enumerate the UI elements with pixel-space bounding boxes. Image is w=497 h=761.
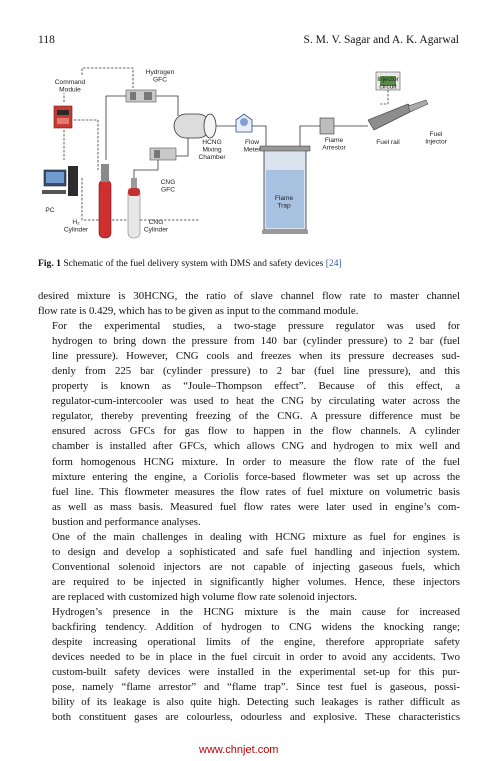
- pipe-h2-up: [105, 95, 126, 160]
- text-line: hydrogen to bring down the pressure from…: [52, 335, 460, 348]
- text-line: property is known as “Joule–Thompson eff…: [52, 380, 460, 393]
- label-pc: PC: [45, 207, 54, 214]
- text-line: as well as mass basis. Measured fuel flo…: [52, 500, 460, 513]
- signal-line-injector: [380, 90, 389, 105]
- watermark: www.chnjet.com: [199, 744, 279, 756]
- text-line: bustion and performance analyses.: [52, 515, 201, 528]
- fuel-rail-icon: [367, 103, 415, 131]
- text-line: mixture entering the engine, a Coriolis …: [52, 470, 460, 483]
- text-line: devices needed to be in place in the fue…: [52, 651, 460, 664]
- flame-trap-icon: [259, 145, 311, 234]
- mixing-chamber-icon: [173, 113, 217, 139]
- command-module-icon: [53, 105, 73, 129]
- text-line: line pressure). However, CNG cools and f…: [52, 350, 460, 363]
- paragraph-safety-devices: Hydrogen’s presence in the HCNG mixture …: [38, 605, 460, 725]
- cng-gfc-icon: [149, 147, 177, 161]
- h2-cylinder-icon: [98, 164, 112, 239]
- fuel-injector-icon: [407, 99, 429, 113]
- text-line: ensured across GFCs for gas flow to happ…: [52, 425, 460, 438]
- connecting-lines: [63, 67, 389, 221]
- running-head-authors: S. M. V. Sagar and A. K. Agarwal: [303, 34, 459, 46]
- text-line: flow rate is 0.429, which has to be give…: [38, 305, 359, 318]
- pipe-meter-to-trap: [252, 125, 267, 152]
- paragraph-injection-challenges: One of the main challenges in dealing wi…: [38, 530, 460, 605]
- figure-label: Fig. 1: [38, 258, 61, 269]
- body-text: desired mixture is 30HCNG, the ratio of …: [38, 289, 460, 725]
- text-line: Conventional solenoid injectors are not …: [52, 560, 460, 573]
- signal-line-pc-to-cng: [81, 178, 200, 221]
- text-line: despite increasing operational limits of…: [52, 636, 460, 649]
- flame-arrestor-icon: [319, 117, 335, 135]
- signal-line-command-down: [74, 119, 99, 170]
- text-line: For the experimental studies, a two-stag…: [52, 320, 460, 333]
- label-fuel-rail: Fuel rail: [376, 139, 400, 146]
- text-line: One of the main challenges in dealing wi…: [52, 530, 460, 543]
- caption-text: Schematic of the fuel delivery system wi…: [60, 258, 326, 269]
- pipe-cng-up: [133, 158, 159, 180]
- text-line: denly from 225 bar (cylinder pressure) t…: [52, 365, 460, 378]
- text-line: both constituent gases are colourless, o…: [52, 711, 460, 724]
- pipe-h2-to-mixer: [156, 95, 179, 116]
- text-line: to design and develop a sophisticated an…: [52, 545, 460, 558]
- cng-cylinder-icon: [127, 178, 141, 239]
- text-line: are replaced with customized high volume…: [52, 590, 358, 603]
- injector-circuit-icon: [375, 71, 401, 91]
- page-header: 118 S. M. V. Sagar and A. K. Agarwal: [38, 34, 459, 50]
- text-line: regulator-cum-intercooler was used to he…: [52, 395, 460, 408]
- text-line: form homogenous HCNG mixture. In order t…: [52, 455, 460, 468]
- text-line: pose, namely “flame arrestor” and “flame…: [52, 681, 460, 694]
- figure-caption: Fig. 1 Schematic of the fuel delivery sy…: [38, 258, 460, 269]
- text-line: backfiring tendency. Addition of hydroge…: [52, 621, 460, 634]
- text-line: bility of its leakage is also quite high…: [52, 696, 460, 709]
- text-line: chamber is installed after GFCs, which a…: [52, 440, 460, 453]
- text-line: Hydrogen’s presence in the HCNG mixture …: [52, 605, 460, 618]
- hydrogen-gfc-icon: [125, 89, 157, 103]
- paragraph-continued: desired mixture is 30HCNG, the ratio of …: [38, 289, 460, 319]
- flow-meter-icon: [235, 113, 253, 133]
- caption-citation-link[interactable]: [24]: [325, 258, 342, 269]
- signal-line-to-hydrogen-gfc: [81, 67, 134, 88]
- pipe-trap-to-arrestor: [299, 125, 320, 152]
- text-line: are required to be injected in significa…: [52, 575, 460, 588]
- text-line: custom-built safety devices were install…: [52, 666, 460, 679]
- page-number: 118: [38, 34, 55, 46]
- text-line: desired mixture is 30HCNG, the ratio of …: [38, 290, 460, 302]
- text-line: regulator, thereby preventing freezing o…: [52, 410, 460, 423]
- text-line: fuel line. This flowmeter measures the f…: [52, 485, 460, 498]
- paragraph-experimental-studies: For the experimental studies, a two-stag…: [38, 319, 460, 530]
- pc-icon: [42, 166, 78, 196]
